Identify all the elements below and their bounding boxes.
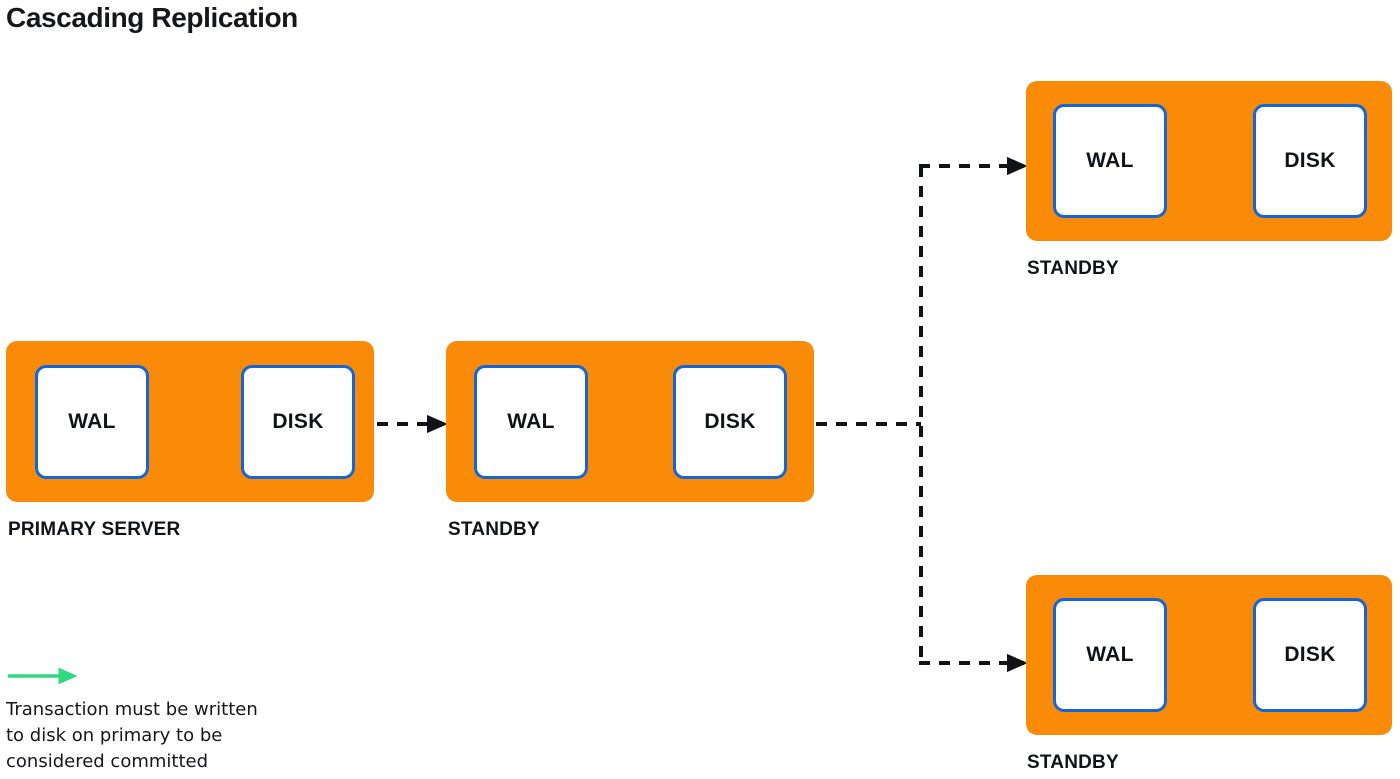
server-caption-standby-top: STANDBY [1027,258,1119,279]
node-label: DISK [272,410,324,433]
legend-green-arrow-icon [8,667,78,685]
node-label: WAL [507,410,555,433]
node-label: WAL [1086,643,1134,666]
legend: Transaction must be written to disk on p… [6,664,336,775]
legend-line-3: considered committed [6,751,209,772]
node-label: WAL [1086,149,1134,172]
node-label: WAL [68,410,116,433]
node-standby-middle-wal[interactable]: WAL [474,365,588,479]
node-primary-wal[interactable]: WAL [35,365,149,479]
server-standby-middle[interactable]: WAL DISK [446,341,814,502]
node-label: DISK [704,410,756,433]
node-primary-disk[interactable]: DISK [241,365,355,479]
legend-line-1: Transaction must be written [6,699,258,720]
node-label: DISK [1284,149,1336,172]
node-standby-middle-disk[interactable]: DISK [673,365,787,479]
server-caption-primary: PRIMARY SERVER [8,519,181,540]
page-title: Cascading Replication [6,2,298,33]
node-label: DISK [1284,643,1336,666]
legend-line-2: to disk on primary to be [6,725,223,746]
node-standby-top-wal[interactable]: WAL [1053,104,1167,218]
server-primary[interactable]: WAL DISK [6,341,374,502]
server-standby-top[interactable]: WAL DISK [1026,81,1392,241]
node-standby-bottom-wal[interactable]: WAL [1053,598,1167,712]
node-standby-top-disk[interactable]: DISK [1253,104,1367,218]
legend-description: Transaction must be written to disk on p… [6,697,336,775]
server-standby-bottom[interactable]: WAL DISK [1026,575,1392,735]
server-caption-standby-middle: STANDBY [448,519,540,540]
node-standby-bottom-disk[interactable]: DISK [1253,598,1367,712]
server-caption-standby-bottom: STANDBY [1027,752,1119,773]
